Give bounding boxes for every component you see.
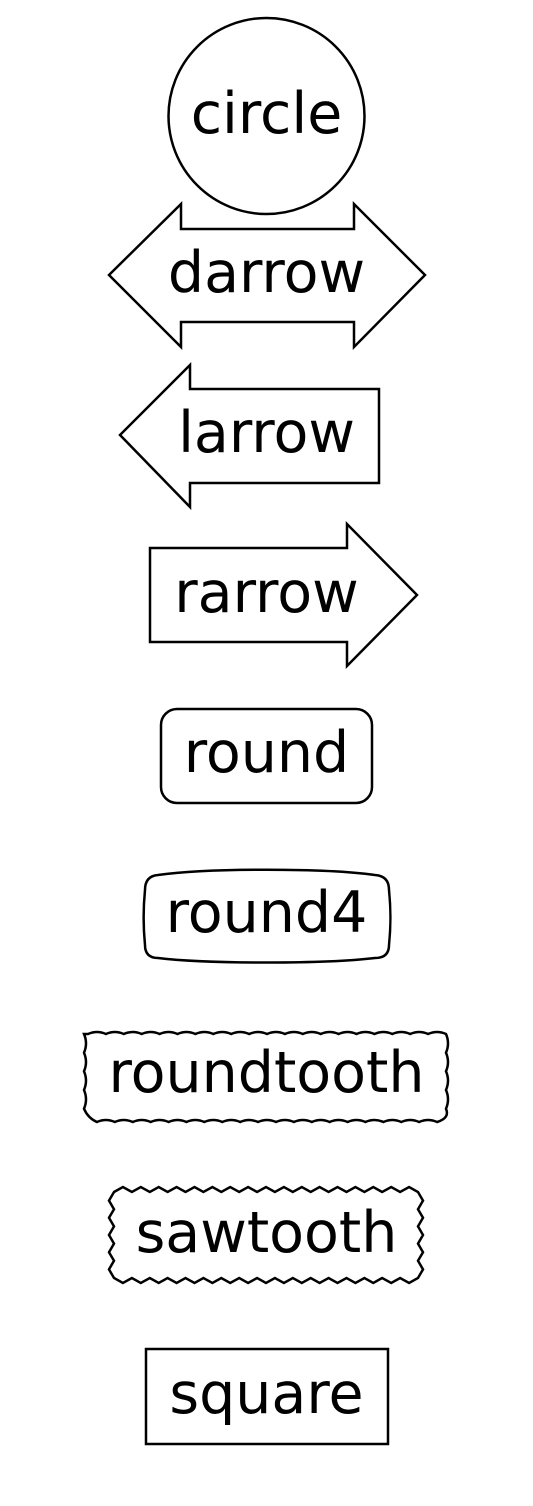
larrow-shape bbox=[118, 361, 381, 511]
circle-shape bbox=[167, 16, 366, 216]
rarrow-label: rarrow bbox=[174, 560, 358, 626]
circle-label: circle bbox=[191, 81, 343, 147]
rarrow-shape bbox=[148, 520, 419, 670]
round-label: round bbox=[184, 720, 350, 786]
roundtooth-shape bbox=[82, 1030, 450, 1124]
sawtooth-shape bbox=[107, 1185, 425, 1285]
square-label: square bbox=[169, 1361, 363, 1427]
roundtooth-boxstyle: roundtooth bbox=[82, 1030, 450, 1124]
darrow-boxstyle: darrow bbox=[107, 200, 427, 351]
sawtooth-boxstyle: sawtooth bbox=[107, 1185, 425, 1285]
rarrow-boxstyle: rarrow bbox=[148, 520, 419, 670]
square-boxstyle: square bbox=[144, 1347, 390, 1446]
sawtooth-label: sawtooth bbox=[136, 1200, 398, 1266]
roundtooth-label: roundtooth bbox=[108, 1040, 424, 1106]
round-shape bbox=[159, 707, 374, 805]
round4-boxstyle: round4 bbox=[142, 868, 392, 964]
round-boxstyle: round bbox=[159, 707, 374, 805]
circle-boxstyle: circle bbox=[167, 16, 366, 216]
darrow-label: darrow bbox=[168, 240, 365, 306]
darrow-shape bbox=[107, 200, 427, 351]
larrow-label: larrow bbox=[178, 400, 355, 466]
square-shape bbox=[144, 1347, 390, 1446]
round4-label: round4 bbox=[166, 880, 368, 946]
larrow-boxstyle: larrow bbox=[118, 361, 381, 511]
round4-shape bbox=[142, 868, 392, 964]
